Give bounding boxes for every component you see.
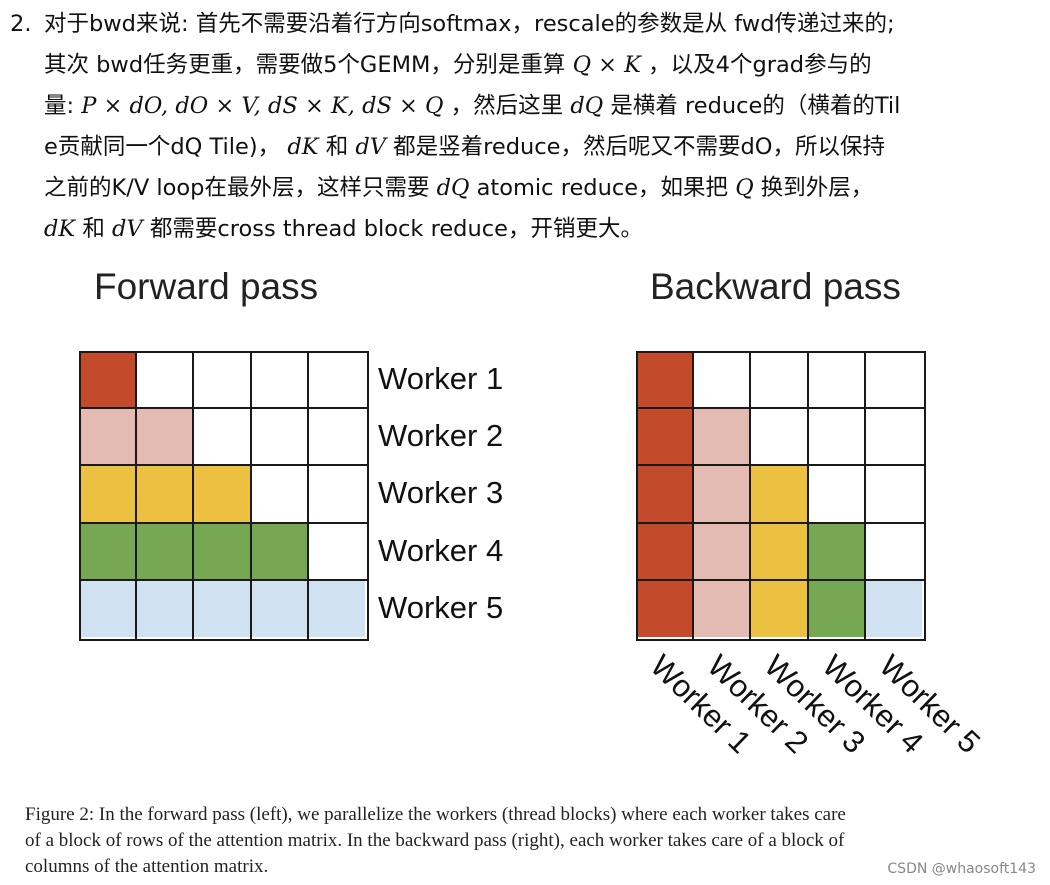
grid-cell: [636, 408, 694, 466]
grid-cell: [193, 579, 251, 637]
grid-line: [863, 351, 866, 641]
math-expr: dQ: [570, 93, 604, 119]
forward-worker-label: Worker 2: [378, 418, 504, 454]
para-line-1: 2.对于bwd来说: 首先不需要沿着行方向softmax，rescale的参数是…: [10, 4, 1040, 45]
grid-cell: [807, 522, 865, 580]
grid-cell: [250, 522, 308, 580]
grid-cell: [750, 351, 808, 409]
grid-cell: [193, 351, 251, 409]
forward-worker-label: Worker 1: [378, 361, 504, 396]
grid-cell: [193, 465, 251, 523]
para-line-2: 其次 bwd任务更重，需要做5个GEMM，分别是重算 Q × K ，以及4个gr…: [44, 52, 872, 78]
math-expr: Q: [735, 175, 754, 201]
grid-cell: [307, 522, 365, 580]
grid-line: [636, 464, 926, 467]
grid-cell: [693, 408, 751, 466]
grid-cell: [750, 522, 808, 580]
grid-cell: [807, 351, 865, 409]
grid-cell: [693, 351, 751, 409]
backward-grid: [636, 351, 926, 641]
grid-line: [306, 351, 309, 641]
grid-cell: [250, 408, 308, 466]
grid-cell: [693, 522, 751, 580]
grid-cell: [307, 465, 365, 523]
para-line-4: e贡献同一个dQ Tile)， dK 和 dV 都是竖着reduce，然后呢又不…: [44, 134, 886, 160]
math-expr: Q × K: [572, 52, 641, 78]
forward-worker-label: Worker 5: [378, 589, 504, 625]
grid-cell: [250, 351, 308, 409]
grid-line: [636, 521, 926, 524]
grid-cell: [807, 465, 865, 523]
grid-line: [636, 407, 926, 410]
grid-cell: [750, 408, 808, 466]
math-expr: dK: [287, 134, 319, 160]
grid-cell: [693, 465, 751, 523]
grid-line: [806, 351, 809, 641]
figure-caption: Figure 2: In the forward pass (left), we…: [25, 802, 1035, 880]
explanation-paragraph: 2.对于bwd来说: 首先不需要沿着行方向softmax，rescale的参数是…: [10, 4, 1040, 250]
math-expr: P × dO, dO × V, dS × K, dS × Q: [81, 93, 444, 119]
grid-line: [79, 464, 369, 467]
grid-cell: [136, 465, 194, 523]
grid-line: [192, 351, 195, 641]
grid-cell: [193, 522, 251, 580]
grid-cell: [307, 408, 365, 466]
grid-cell: [864, 579, 922, 637]
grid-cell: [750, 579, 808, 637]
grid-cell: [807, 579, 865, 637]
grid-line: [692, 351, 695, 641]
grid-cell: [136, 522, 194, 580]
grid-line: [749, 351, 752, 641]
grid-cell: [193, 408, 251, 466]
math-expr: dK: [44, 216, 76, 242]
grid-cell: [864, 465, 922, 523]
grid-cell: [750, 465, 808, 523]
grid-line: [135, 351, 138, 641]
grid-cell: [307, 351, 365, 409]
para-line-6: dK 和 dV 都需要cross thread block reduce，开销更…: [44, 216, 643, 242]
para-line-3: 量: P × dO, dO × V, dS × K, dS × Q ，然后这里 …: [44, 93, 901, 119]
grid-line: [79, 407, 369, 410]
forward-worker-label: Worker 4: [378, 532, 504, 568]
caption-line-2: of a block of rows of the attention matr…: [25, 830, 845, 851]
backward-pass-title: Backward pass: [650, 266, 901, 307]
grid-cell: [79, 408, 137, 466]
grid-cell: [136, 408, 194, 466]
grid-frame: [636, 351, 926, 641]
grid-line: [636, 578, 926, 581]
grid-cell: [864, 522, 922, 580]
grid-cell: [136, 351, 194, 409]
grid-cell: [636, 351, 694, 409]
para-line-5: 之前的K/V loop在最外层，这样只需要 dQ atomic reduce，如…: [44, 175, 874, 201]
forward-grid: [79, 351, 369, 641]
caption-line-1: Figure 2: In the forward pass (left), we…: [25, 804, 846, 825]
grid-cell: [79, 522, 137, 580]
grid-frame: [79, 351, 369, 641]
grid-cell: [250, 465, 308, 523]
grid-cell: [636, 579, 694, 637]
grid-cell: [250, 579, 308, 637]
grid-cell: [636, 465, 694, 523]
grid-cell: [79, 351, 137, 409]
caption-line-3: columns of the attention matrix.: [25, 856, 269, 877]
grid-line: [79, 578, 369, 581]
grid-cell: [79, 465, 137, 523]
math-expr: dV: [355, 134, 387, 160]
grid-cell: [807, 408, 865, 466]
grid-cell: [636, 522, 694, 580]
grid-line: [79, 521, 369, 524]
math-expr: dQ: [436, 175, 470, 201]
grid-cell: [307, 579, 365, 637]
list-number: 2.: [10, 11, 32, 37]
forward-pass-title: Forward pass: [94, 266, 319, 307]
grid-cell: [864, 351, 922, 409]
grid-cell: [136, 579, 194, 637]
grid-cell: [864, 408, 922, 466]
grid-cell: [79, 579, 137, 637]
grid-cell: [693, 579, 751, 637]
grid-line: [249, 351, 252, 641]
math-expr: dV: [112, 216, 143, 242]
watermark: CSDN @whaosoft143: [887, 861, 1036, 877]
forward-worker-label: Worker 3: [378, 475, 504, 511]
